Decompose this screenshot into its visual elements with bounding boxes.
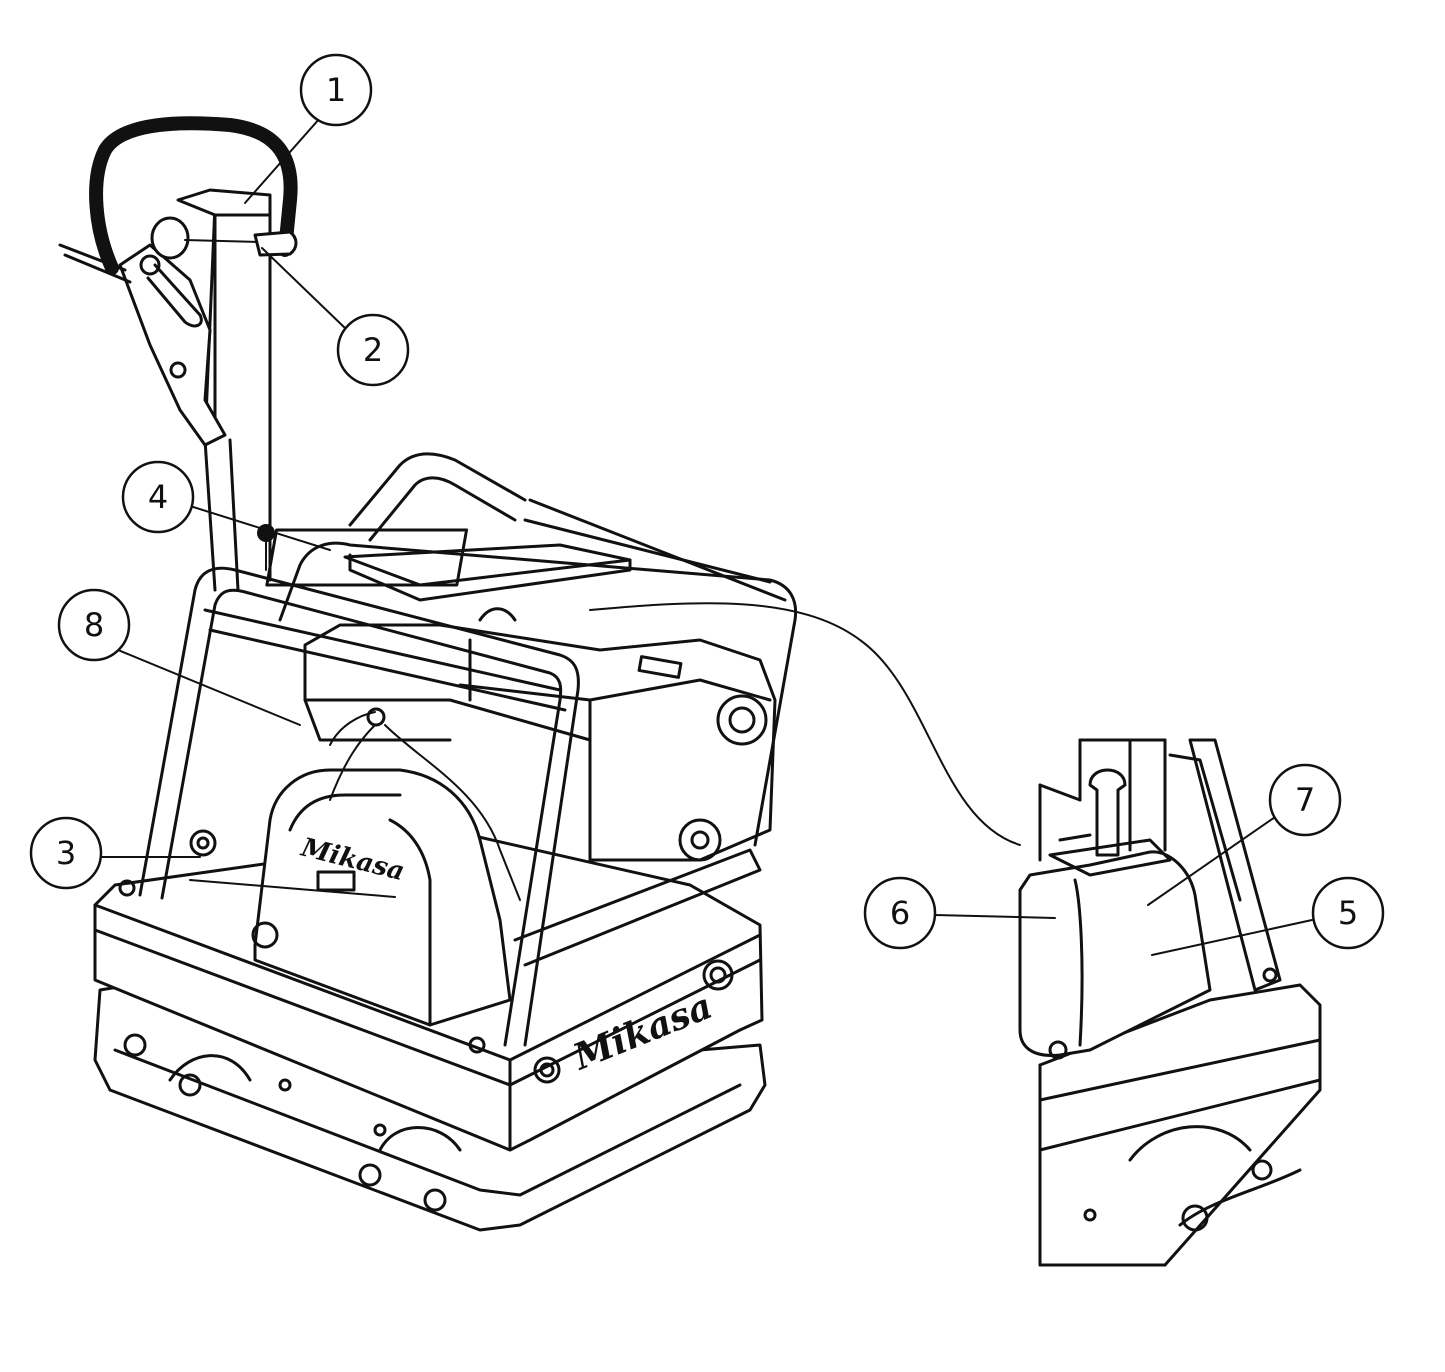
callout-6-label: 6 <box>890 894 910 932</box>
callout-4-label: 4 <box>148 478 168 516</box>
callout-3: 3 <box>29 816 103 890</box>
leader-lines <box>99 117 1021 898</box>
engine <box>265 528 777 862</box>
callout-1-label: 1 <box>326 71 346 109</box>
callout-5: 5 <box>1311 876 1385 950</box>
plate-compactor-main: Mikasa Mikasa <box>58 116 1278 1232</box>
callout-8-label: 8 <box>84 606 104 644</box>
callout-8: 8 <box>57 588 131 662</box>
detail-inset <box>934 738 1322 1267</box>
guard-frame <box>138 452 798 1047</box>
oil-gauge-line <box>329 707 521 901</box>
callout-7: 7 <box>1268 763 1342 837</box>
belt-cover: Mikasa <box>251 768 512 1027</box>
callout-5-label: 5 <box>1338 894 1358 932</box>
callout-2: 2 <box>336 313 410 387</box>
callout-2-label: 2 <box>363 331 383 369</box>
callout-3-label: 3 <box>56 834 76 872</box>
callout-6: 6 <box>863 876 937 950</box>
callout-4: 4 <box>121 460 195 534</box>
callout-7-label: 7 <box>1295 781 1315 819</box>
guide-handle <box>58 116 298 592</box>
callout-1: 1 <box>299 53 373 127</box>
